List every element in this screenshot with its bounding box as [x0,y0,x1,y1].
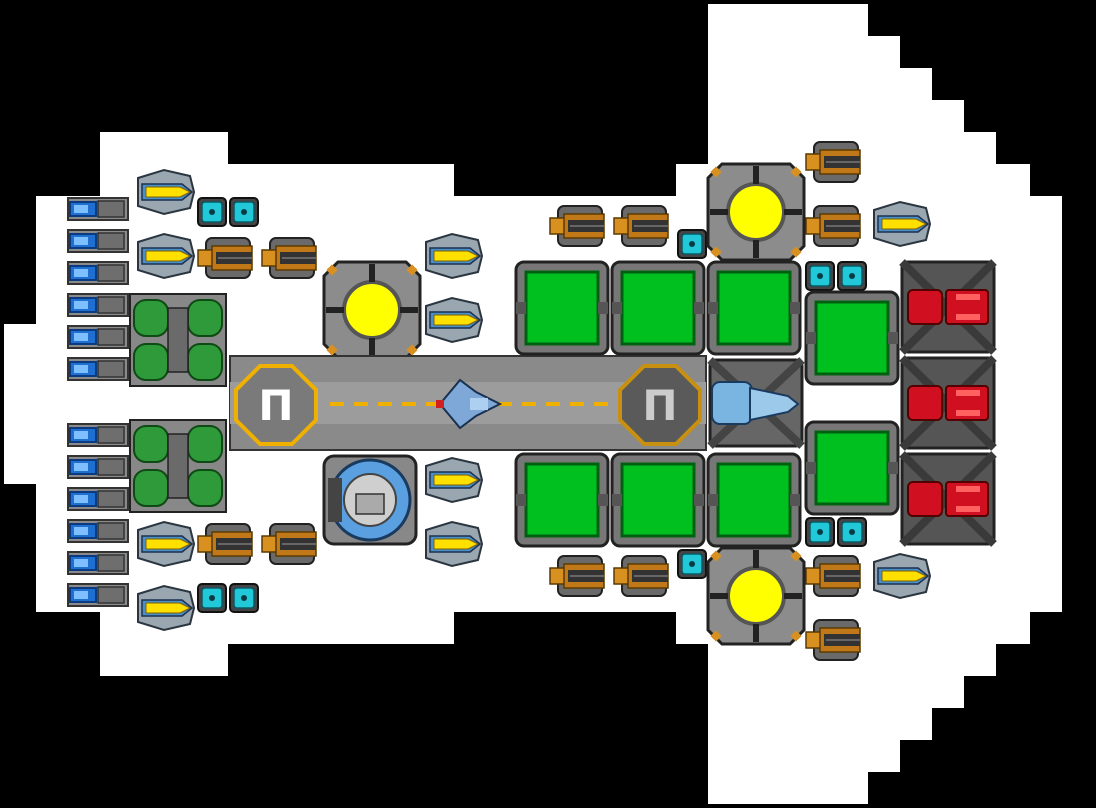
hangar-bay[interactable]: Π Π [229,355,707,451]
cyan-module-icon[interactable] [229,197,259,227]
cyan-module-icon[interactable] [677,549,707,579]
cargo-container-icon [804,290,900,386]
missile-launcher-icon[interactable] [137,169,195,215]
autocannon-icon[interactable] [197,237,253,279]
cargo-container-icon [514,260,610,356]
missile-launcher-icon[interactable] [873,201,931,247]
missile-launcher-icon[interactable] [425,297,483,343]
cyan-module-icon[interactable] [677,229,707,259]
missile-launcher-icon[interactable] [425,233,483,279]
autocannon-icon[interactable] [613,205,669,247]
cyan-module-icon[interactable] [197,583,227,613]
thruster-icon [67,325,129,349]
thruster-icon [67,197,129,221]
engine-icon [902,358,994,448]
thruster-icon [67,519,129,543]
thruster-icon [67,229,129,253]
engine-icon [902,262,994,352]
thruster-icon [67,261,129,285]
missile-launcher-icon[interactable] [137,233,195,279]
engine-column[interactable] [902,262,994,544]
fighter-ship-icon[interactable] [436,378,503,430]
autocannon-icon[interactable] [549,205,605,247]
cyan-module-icon[interactable] [837,517,867,547]
power-core-icon[interactable] [322,260,422,360]
autocannon-icon[interactable] [261,237,317,279]
power-core-icon[interactable] [706,546,806,646]
cargo-container-icon [514,452,610,548]
autocannon-icon[interactable] [805,555,861,597]
thruster-icon [67,423,129,447]
missile-launcher-icon[interactable] [425,457,483,503]
autocannon-icon[interactable] [197,523,253,565]
drill-icon[interactable] [707,357,805,449]
missile-launcher-icon[interactable] [137,585,195,631]
autocannon-icon[interactable] [805,619,861,661]
cyan-module-icon[interactable] [229,583,259,613]
thruster-icon [67,357,129,381]
autocannon-icon[interactable] [261,523,317,565]
autocannon-icon[interactable] [805,141,861,183]
thruster-icon [67,487,129,511]
landing-pad-left[interactable]: Π [234,364,318,446]
cargo-container-icon [804,420,900,516]
thruster-icon [67,583,129,607]
autocannon-icon[interactable] [549,555,605,597]
autocannon-icon[interactable] [613,555,669,597]
fuel-tank-icon[interactable] [129,293,227,387]
cargo-container-icon [706,260,802,356]
cyan-module-icon[interactable] [197,197,227,227]
cargo-container-icon [706,452,802,548]
pad-symbol-right: Π [642,381,677,430]
missile-launcher-icon[interactable] [873,553,931,599]
thruster-icon [67,293,129,317]
power-core-icon[interactable] [706,162,806,262]
engine-icon [902,454,994,544]
cyan-module-icon[interactable] [805,517,835,547]
turret-icon[interactable] [322,454,418,546]
fuel-tank-icon[interactable] [129,419,227,513]
missile-launcher-icon[interactable] [425,521,483,567]
thruster-icon [67,455,129,479]
autocannon-icon[interactable] [805,205,861,247]
cyan-module-icon[interactable] [837,261,867,291]
cyan-module-icon[interactable] [805,261,835,291]
missile-launcher-icon[interactable] [137,521,195,567]
pad-symbol-left: Π [258,381,293,430]
thruster-icon [67,551,129,575]
cargo-container-icon [610,260,706,356]
landing-pad-right[interactable]: Π [618,364,702,446]
cargo-container-icon [610,452,706,548]
